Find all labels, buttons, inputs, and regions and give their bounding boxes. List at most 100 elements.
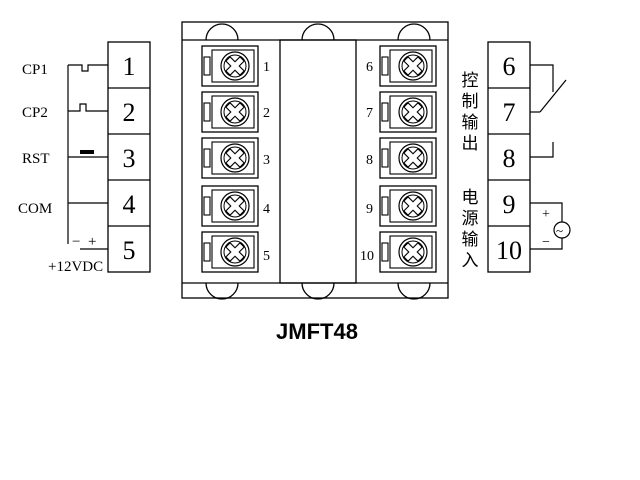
- terminal-notch: [203, 102, 211, 122]
- screw-rim: [223, 100, 247, 124]
- com-label: COM: [18, 201, 52, 217]
- screw-head: [220, 237, 250, 267]
- screw-rim: [223, 54, 247, 78]
- terminal-inner: [389, 49, 433, 83]
- right-terminal-10: 10: [496, 236, 522, 265]
- terminal-inner: [389, 235, 433, 269]
- screw-terminal: [201, 91, 259, 133]
- device-terminal-6: 6: [366, 60, 373, 75]
- screw-rim: [401, 54, 425, 78]
- control-output-char-1: 控: [462, 71, 479, 91]
- screw-head: [398, 51, 428, 81]
- screw-rim: [401, 194, 425, 218]
- device-terminal-7: 7: [366, 106, 373, 121]
- terminal-housing: [201, 137, 259, 179]
- screw-terminal: [201, 137, 259, 179]
- device-body: [181, 21, 449, 300]
- screw-terminal: [379, 231, 437, 273]
- terminal-notch: [203, 242, 211, 262]
- power-minus-sign: −: [542, 235, 550, 250]
- terminal-notch: [381, 242, 389, 262]
- terminal-housing: [379, 231, 437, 273]
- power-input-char-1: 电: [462, 188, 479, 208]
- terminal-housing: [201, 91, 259, 133]
- device-terminal-10: 10: [360, 249, 374, 264]
- screw-head: [220, 97, 250, 127]
- relay-common-wire: [530, 64, 554, 92]
- terminal-notch: [381, 102, 389, 122]
- ac-source-symbol: [553, 221, 571, 239]
- terminal-notch: [203, 148, 211, 168]
- screw-head: [398, 143, 428, 173]
- right-terminal-8: 8: [503, 144, 516, 173]
- cp2-pulse-symbol: [68, 103, 108, 112]
- terminal-notch: [381, 56, 389, 76]
- supply-voltage-label: +12VDC: [48, 259, 103, 275]
- terminal-notch: [381, 148, 389, 168]
- left-terminal-numbers: 1 2 3 4 5: [123, 52, 136, 265]
- device-terminal-5: 5: [263, 249, 270, 264]
- power-plus-sign: +: [542, 207, 550, 222]
- terminal-inner: [211, 49, 255, 83]
- left-signal-wires: [67, 64, 108, 250]
- screw-slot: [403, 196, 423, 216]
- screw-rim: [401, 240, 425, 264]
- screw-slot: [403, 148, 423, 168]
- top-clip-left: [205, 23, 239, 41]
- device-terminal-2: 2: [263, 106, 270, 121]
- control-output-char-3: 输: [462, 113, 479, 133]
- power-input-char-4: 入: [462, 251, 479, 271]
- screw-terminal: [379, 185, 437, 227]
- rst-button-symbol: [80, 150, 94, 154]
- left-terminal-4: 4: [123, 190, 136, 219]
- left-terminal-5: 5: [123, 236, 136, 265]
- supply-minus: −: [72, 234, 80, 250]
- terminal-notch: [381, 196, 389, 216]
- screw-terminal: [201, 185, 259, 227]
- right-terminal-9: 9: [503, 190, 516, 219]
- power-input-char-2: 源: [462, 209, 479, 229]
- screw-slot: [403, 102, 423, 122]
- screw-head: [398, 237, 428, 267]
- relay-contact-wiring: [530, 64, 567, 158]
- left-terminal-1: 1: [123, 52, 136, 81]
- screw-terminals: [201, 45, 437, 273]
- screw-rim: [223, 240, 247, 264]
- right-terminal-7: 7: [503, 98, 516, 127]
- screw-slot: [225, 196, 245, 216]
- screw-terminal: [379, 45, 437, 87]
- left-terminal-2: 2: [123, 98, 136, 127]
- power-minus-wire: [530, 238, 563, 250]
- terminal-inner: [389, 189, 433, 223]
- screw-slot: [225, 102, 245, 122]
- terminal-inner: [389, 95, 433, 129]
- power-input-label: 电 源 输 入: [462, 188, 479, 271]
- screw-terminal: [201, 231, 259, 273]
- terminal-inner: [389, 141, 433, 175]
- screw-head: [220, 143, 250, 173]
- control-output-char-4: 出: [462, 134, 479, 154]
- bottom-clip-right: [397, 282, 431, 300]
- left-terminal-3: 3: [123, 144, 136, 173]
- top-clip-right: [397, 23, 431, 41]
- power-plus-wire: [530, 202, 563, 222]
- device-terminal-9: 9: [366, 202, 373, 217]
- terminal-housing: [201, 231, 259, 273]
- terminal-housing: [201, 185, 259, 227]
- power-input-char-3: 输: [462, 230, 479, 250]
- ac-symbol: ~: [556, 223, 563, 238]
- rst-label: RST: [22, 151, 50, 167]
- screw-terminal: [379, 91, 437, 133]
- terminal-housing: [379, 91, 437, 133]
- screw-head: [220, 51, 250, 81]
- terminal-notch: [203, 196, 211, 216]
- device-frame: [181, 21, 449, 299]
- control-output-char-2: 制: [462, 92, 479, 112]
- bottom-clip-center: [301, 282, 335, 300]
- right-terminal-numbers: 6 7 8 9 10: [496, 52, 522, 265]
- cp1-pulse-symbol: [68, 64, 108, 72]
- relay-nc-wire: [530, 142, 554, 158]
- screw-slot: [225, 56, 245, 76]
- device-terminal-3: 3: [263, 153, 270, 168]
